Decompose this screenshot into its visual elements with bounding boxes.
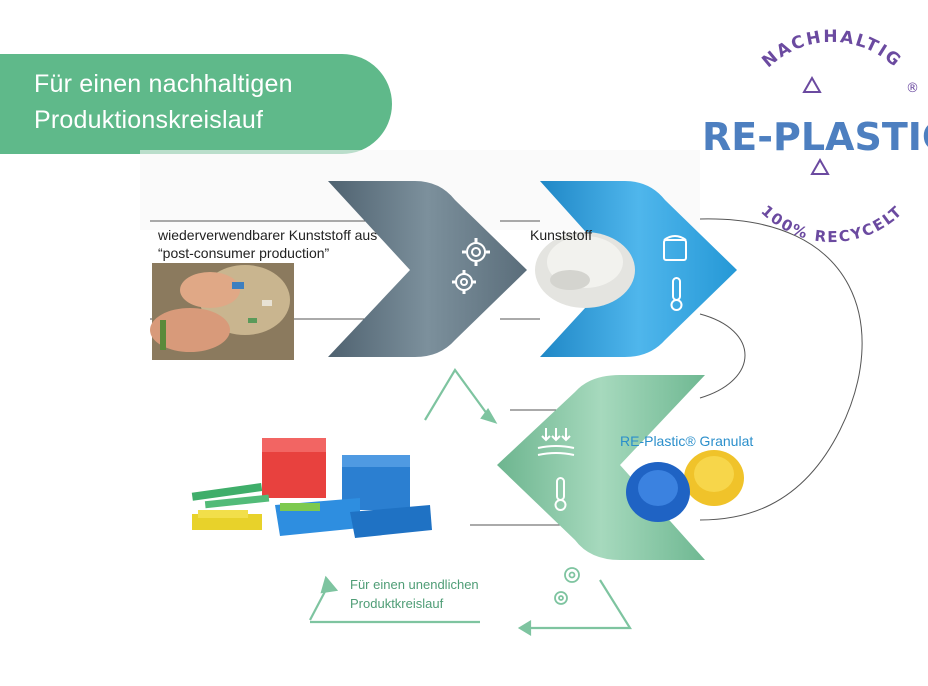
title-line-2: Produktionskreislauf <box>34 106 264 134</box>
white-granulate-photo <box>535 232 635 308</box>
math-blocks-photo <box>191 438 432 538</box>
gear-icon <box>554 567 580 605</box>
loop-arrow <box>309 368 632 636</box>
title-band: Für einen nachhaltigen Produktionskreisl… <box>0 54 392 154</box>
chevron-step1 <box>328 181 527 357</box>
badge-top-text: NACHHALTIG <box>758 27 903 72</box>
badge-brand: RE-PLASTIC <box>702 115 928 159</box>
badge-bottom-text: 100% RECYCELT <box>758 202 905 247</box>
plastic-waste-photo <box>150 263 294 360</box>
svg-text:NACHHALTIG: NACHHALTIG <box>758 27 905 72</box>
paint-bucket-icon <box>663 235 687 261</box>
step3-label: RE-Plastic® Granulat <box>620 433 754 449</box>
title-line-1: Für einen nachhaltigen <box>34 70 293 98</box>
svg-text:100% RECYCELT: 100% RECYCELT <box>758 202 907 247</box>
loop-label-line2: Produktkreislauf <box>350 596 444 611</box>
step1-label-line2: “post-consumer production” <box>158 245 330 261</box>
recycle-icon <box>802 75 830 175</box>
step1-label-line1: wiederverwendbarer Kunststoff aus <box>158 227 378 243</box>
step2-label: Kunststoff <box>530 227 593 243</box>
registered-mark: ® <box>906 81 919 96</box>
gear-teeth <box>452 238 490 294</box>
thermometer-icon <box>554 477 567 511</box>
cooling-arrows-icon <box>537 428 575 456</box>
loop-label-line1: Für einen unendlichen <box>350 577 479 592</box>
chevron-step2 <box>540 181 737 357</box>
thermometer-icon <box>670 277 683 311</box>
re-plastic-badge: NACHHALTIG 100% RECYCELT RE-PLASTIC ® <box>702 27 928 246</box>
colored-granulate-photo <box>626 450 744 522</box>
